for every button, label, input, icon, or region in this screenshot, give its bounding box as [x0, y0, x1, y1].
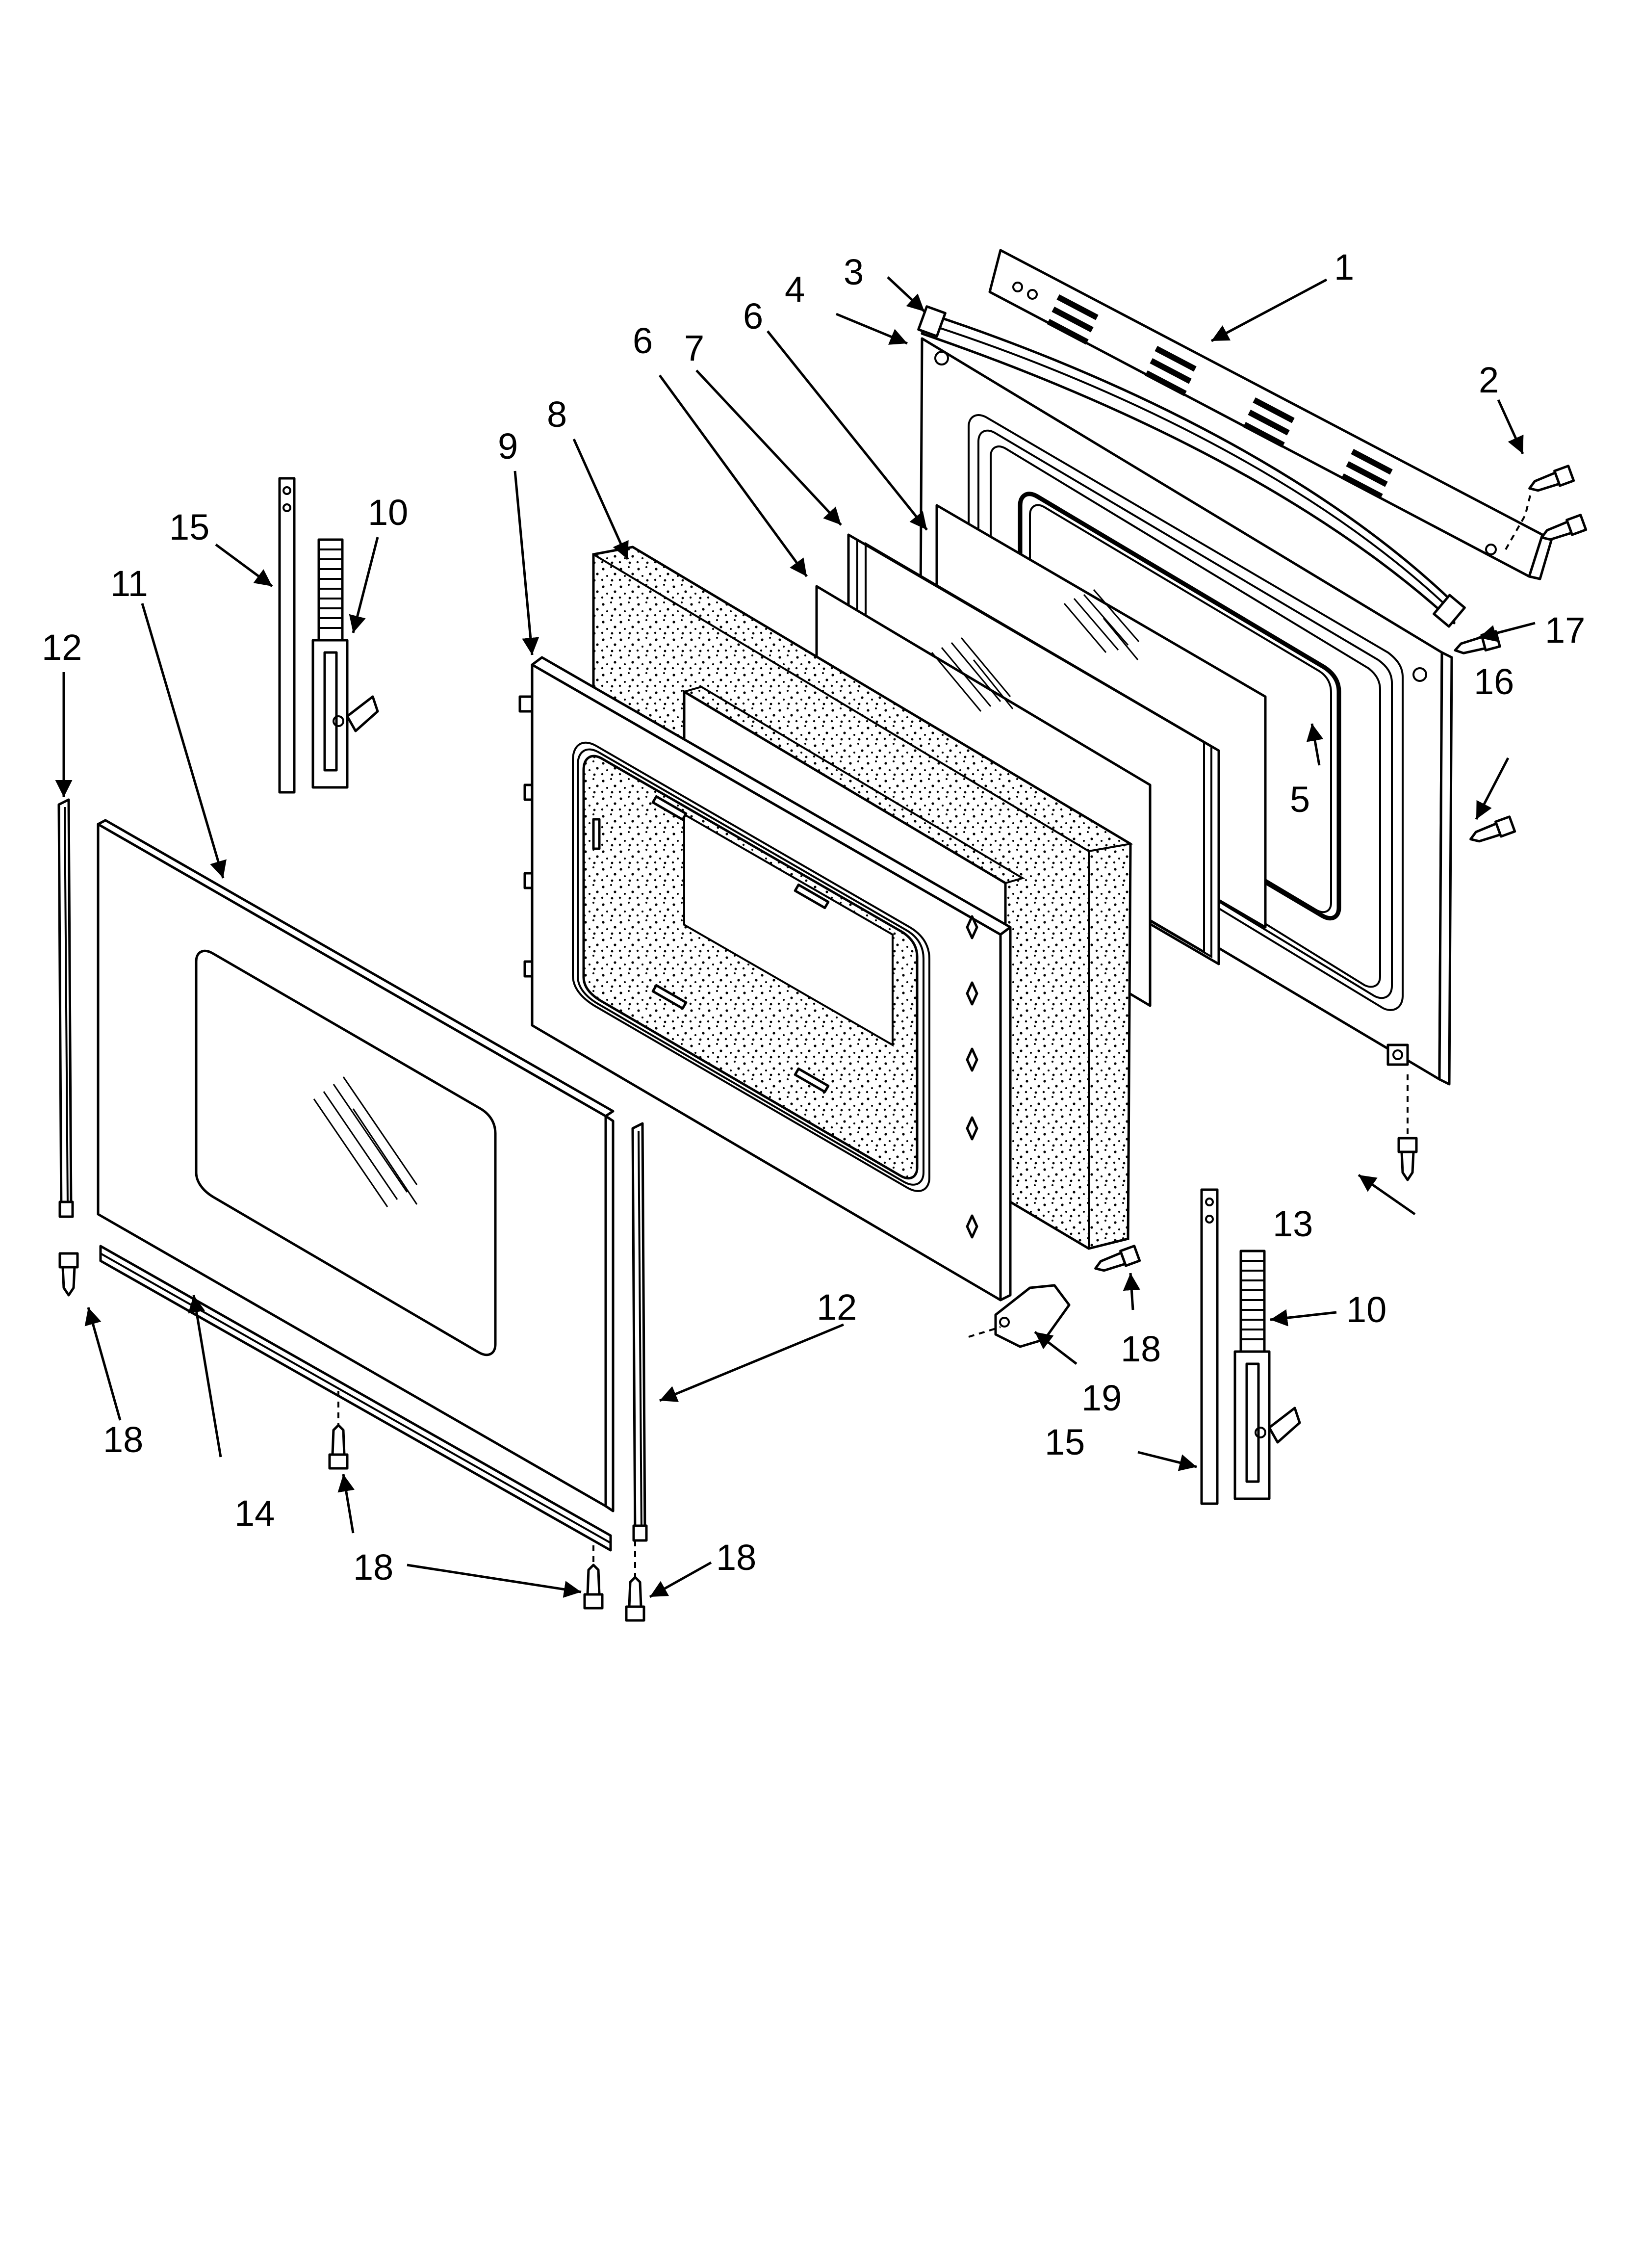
screw-2 — [1528, 465, 1575, 492]
screw-18-lower-right — [625, 1576, 645, 1622]
part-labels: 1 2 3 4 5 6 6 7 8 9 10 10 11 12 12 13 14… — [42, 247, 1585, 1588]
label-part-15-left: 15 — [169, 507, 209, 547]
screw-13 — [1397, 1137, 1418, 1181]
screw-18-bracket — [1094, 1245, 1141, 1272]
leader-lines — [55, 276, 1536, 1598]
label-part-9: 9 — [498, 426, 518, 467]
label-part-18-left: 18 — [103, 1419, 143, 1460]
alignment-lines — [337, 495, 1531, 1577]
label-part-7: 7 — [684, 328, 704, 368]
label-part-15-right: 15 — [1045, 1422, 1085, 1462]
part-14-bottom-trim — [99, 1245, 612, 1552]
part-15-left-hinge-receptacle — [278, 477, 296, 794]
part-11-outer-door-panel — [97, 819, 615, 1512]
screw-2-lower — [1540, 514, 1588, 541]
part-15-right-hinge-receptacle — [1200, 1188, 1219, 1505]
label-part-18-bracket: 18 — [1121, 1329, 1161, 1369]
label-part-10-right: 10 — [1346, 1289, 1386, 1330]
screw-16 — [1469, 815, 1516, 843]
label-part-19: 19 — [1081, 1378, 1122, 1418]
label-part-3: 3 — [844, 252, 864, 292]
label-part-18-lower: 18 — [716, 1537, 756, 1578]
label-part-12-left: 12 — [42, 627, 82, 668]
part-10-right-hinge — [1233, 1250, 1301, 1500]
label-part-2: 2 — [1479, 360, 1499, 400]
label-part-8: 8 — [547, 394, 567, 435]
label-part-6-rear: 6 — [743, 296, 763, 337]
label-part-4: 4 — [785, 269, 805, 310]
label-part-11: 11 — [110, 563, 148, 604]
label-part-5: 5 — [1290, 779, 1310, 820]
part-10-left-hinge — [311, 538, 379, 789]
screw-18-left-trim — [58, 1252, 79, 1297]
label-part-6-front: 6 — [633, 320, 653, 361]
part-3-door-handle — [917, 305, 1466, 628]
screw-18-lower-left — [583, 1564, 604, 1610]
label-part-17: 17 — [1545, 610, 1585, 651]
part-19-bracket — [994, 1284, 1071, 1348]
label-part-12-right: 12 — [817, 1287, 857, 1328]
part-12-left-side-trim — [57, 798, 74, 1218]
label-part-13: 13 — [1273, 1203, 1313, 1244]
label-part-16: 16 — [1474, 661, 1514, 702]
part-1-vent-trim — [988, 249, 1554, 580]
part-12-right-side-trim — [631, 1122, 648, 1542]
part-9-door-liner — [518, 656, 1012, 1302]
label-part-1: 1 — [1334, 247, 1354, 287]
label-part-10-left: 10 — [368, 492, 408, 533]
label-part-18-bottom: 18 — [353, 1547, 393, 1588]
screw-18-bottom-trim — [328, 1424, 349, 1470]
label-part-14: 14 — [234, 1493, 275, 1534]
